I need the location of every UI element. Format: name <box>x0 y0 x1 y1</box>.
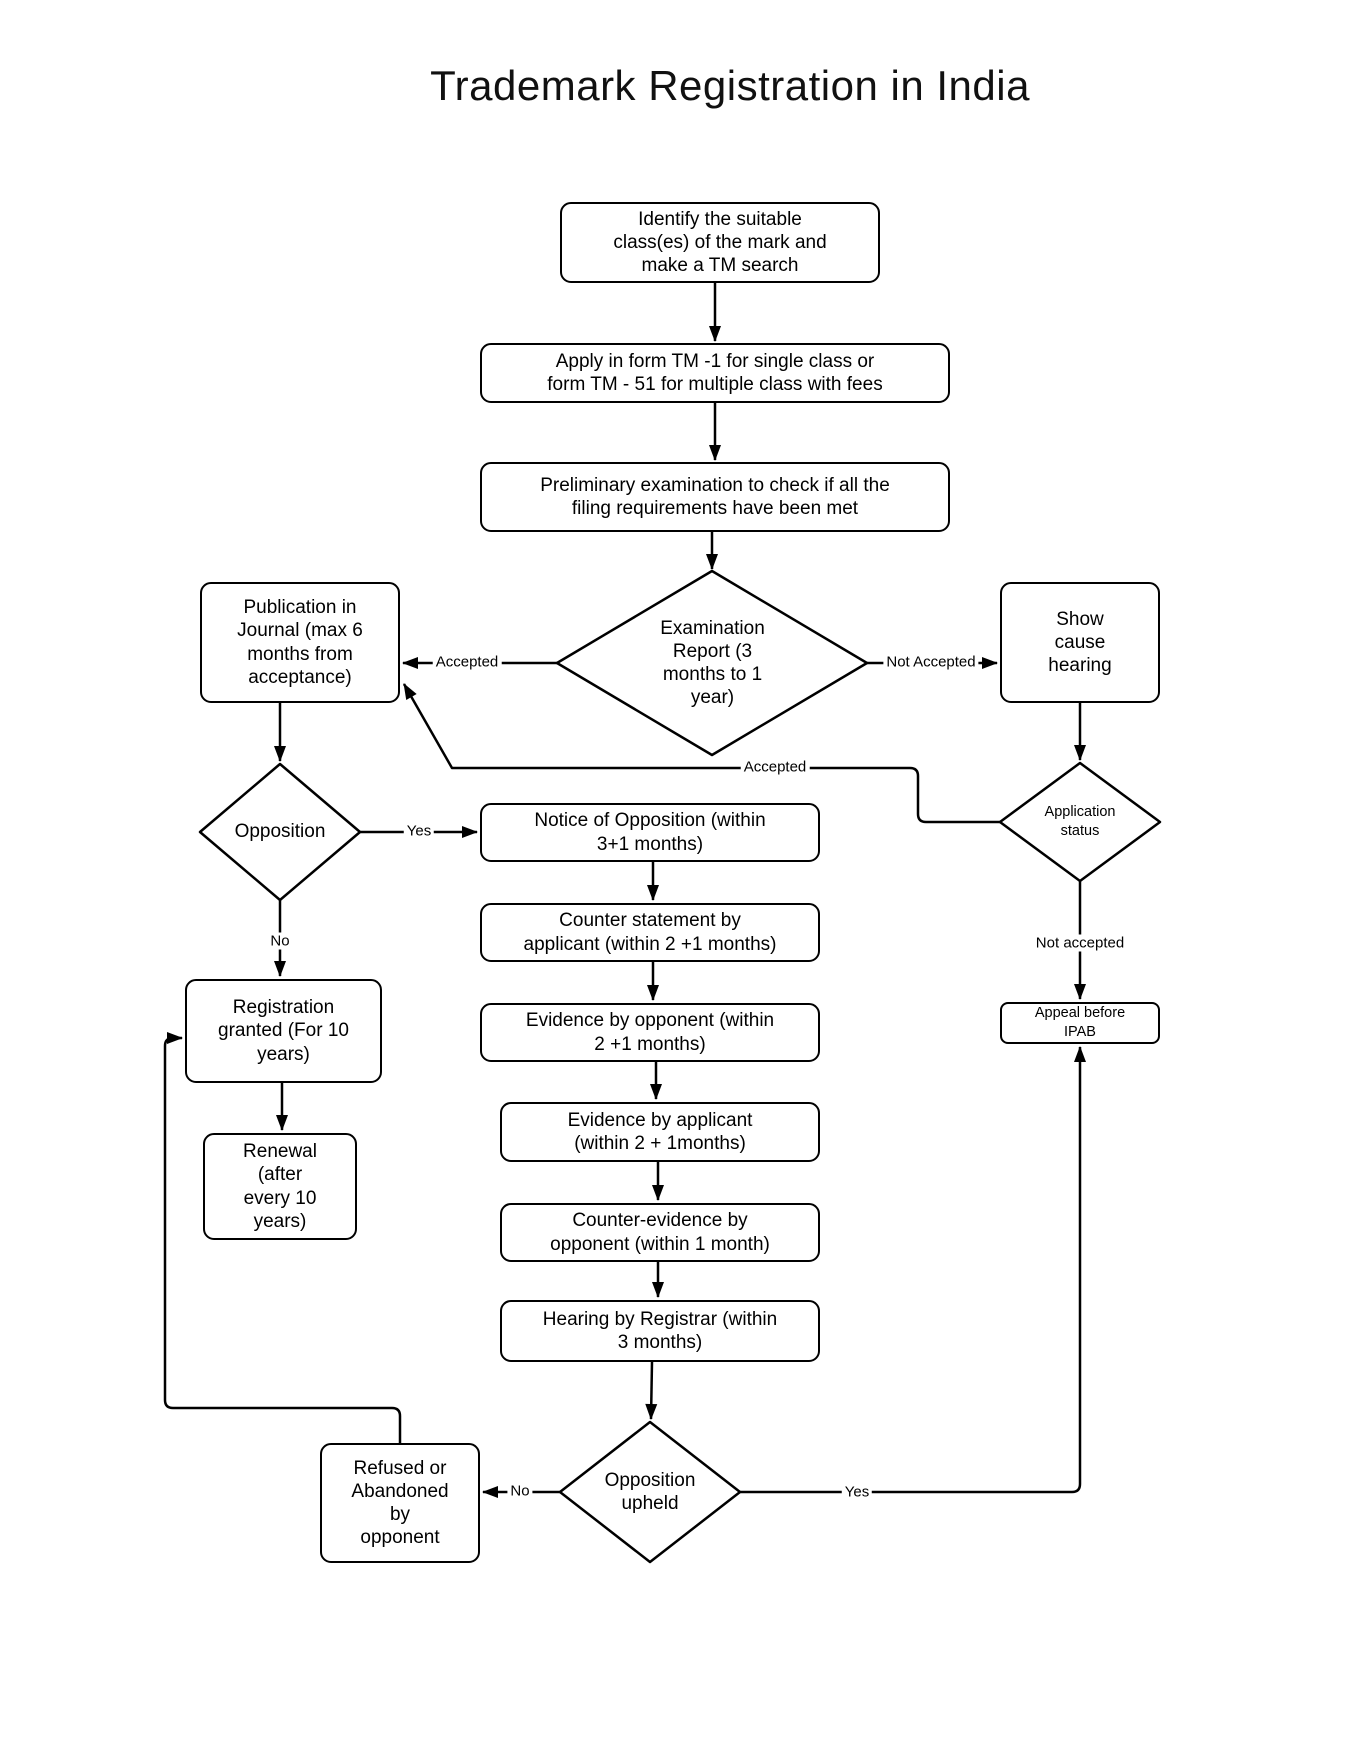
edge-label-yes-opposition: Yes <box>403 822 435 840</box>
decision-examination-report-shape <box>555 569 869 757</box>
edge-label-not-accepted-examination: Not Accepted <box>883 653 979 671</box>
node-preliminary-examination: Preliminary examination to check if all … <box>480 462 950 532</box>
node-renewal: Renewal (after every 10 years) <box>203 1133 357 1240</box>
node-notice-of-opposition: Notice of Opposition (within 3+1 months) <box>480 803 820 862</box>
node-show-cause-hearing: Show cause hearing <box>1000 582 1160 703</box>
node-evidence-by-applicant: Evidence by applicant (within 2 + 1month… <box>500 1102 820 1162</box>
edge-label-accepted-examination: Accepted <box>432 653 502 671</box>
node-identify-class: Identify the suitable class(es) of the m… <box>560 202 880 283</box>
node-apply-form: Apply in form TM -1 for single class or … <box>480 343 950 403</box>
edge-label-no-opposition: No <box>267 932 293 950</box>
node-publication-journal: Publication in Journal (max 6 months fro… <box>200 582 400 703</box>
node-hearing-by-registrar: Hearing by Registrar (within 3 months) <box>500 1300 820 1362</box>
edge-label-no-upheld: No <box>507 1482 533 1500</box>
edge-label-not-accepted-status: Not accepted <box>1032 934 1128 952</box>
node-evidence-by-opponent: Evidence by opponent (within 2 +1 months… <box>480 1003 820 1062</box>
node-counter-statement: Counter statement by applicant (within 2… <box>480 903 820 962</box>
decision-opposition-upheld-shape <box>558 1420 742 1564</box>
edge-label-accepted-status: Accepted <box>740 758 810 776</box>
node-refused-abandoned: Refused or Abandoned by opponent <box>320 1443 480 1563</box>
edge-label-yes-upheld: Yes <box>841 1483 873 1501</box>
connector-hearing-to-oppositionupheld <box>645 1361 658 1420</box>
connector-refused-to-registration-loop <box>163 1032 402 1443</box>
connector-appstatus-to-publication-accepted <box>402 683 1000 824</box>
decision-application-status-shape <box>998 761 1162 883</box>
connector-upheld-to-appeal-yes <box>740 1046 1086 1494</box>
node-registration-granted: Registration granted (For 10 years) <box>185 979 382 1083</box>
diagram-title: Trademark Registration in India <box>430 62 1030 109</box>
decision-opposition-shape <box>198 762 362 902</box>
node-appeal-ipab: Appeal before IPAB <box>1000 1002 1160 1044</box>
node-counter-evidence: Counter-evidence by opponent (within 1 m… <box>500 1203 820 1262</box>
